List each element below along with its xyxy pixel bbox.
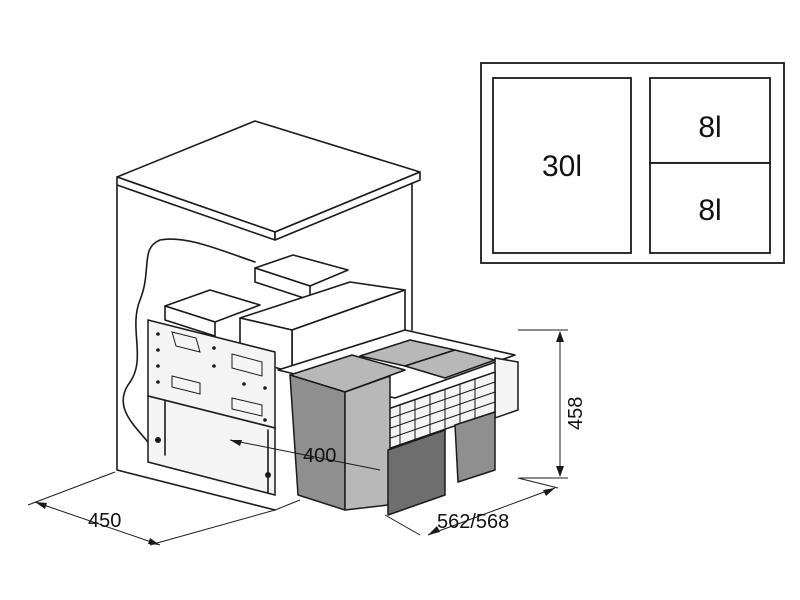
bin-small-rear-top [404,349,496,379]
bracket-upper-right [231,353,263,377]
dim-450-arrow-right [148,538,160,545]
cabinet-countertop-side [274,171,421,241]
cabinet-countertop [116,120,421,233]
bracket-upper-left [171,331,201,353]
bin-large-front [289,374,346,511]
legend-label-small-bottom: 8l [698,194,721,227]
cabinet [116,120,421,511]
dim-400-line [229,439,381,471]
cabinet-side-wall [116,184,276,511]
pullout-end-plate [494,357,519,420]
dim-depth-ext-right [517,477,559,489]
dim-height-arrow-top [556,331,564,342]
dim-depth-arrow-right [543,488,555,496]
bin-small-rear [454,411,496,483]
dim-depth-line [427,487,556,536]
dim-depth-label: 562/568 [437,511,509,533]
dim-height-arrow-bottom [556,466,564,477]
dim-450-ext-right [149,509,276,546]
dimension-lines: 400 450 562/568 458 [27,329,587,546]
front-mounting-panel [147,319,276,496]
dim-450-line [34,501,161,546]
dim-450-ext-left [27,471,116,506]
dim-400-label: 400 [303,445,336,467]
dim-450-arrow-left [35,502,47,509]
dim-depth-arrow-left [428,526,440,535]
cabinet-floor [274,499,301,511]
bin-large-side [344,375,391,511]
dim-height-label: 458 [565,397,587,430]
compartment-legend: 30l 8l 8l [480,62,785,264]
dim-450-label: 450 [88,510,121,532]
pull-out-unit [277,329,519,516]
pullout-grid-lines [384,378,496,445]
front-rack-front [164,305,216,337]
dim-depth-ext-left [384,514,421,536]
legend-compartment-small-top [649,77,771,164]
legend-compartment-large [492,77,632,254]
dim-400-arrow [230,440,242,446]
bracket-lower-left [171,375,201,395]
bracket-lower-right [231,397,263,417]
mounting-plate-lower [147,395,276,496]
legend-label-large: 30l [542,150,582,183]
legend-compartment-small-bottom [649,162,771,254]
legend-label-small-top: 8l [698,111,721,144]
bin-large-lower [387,429,446,516]
